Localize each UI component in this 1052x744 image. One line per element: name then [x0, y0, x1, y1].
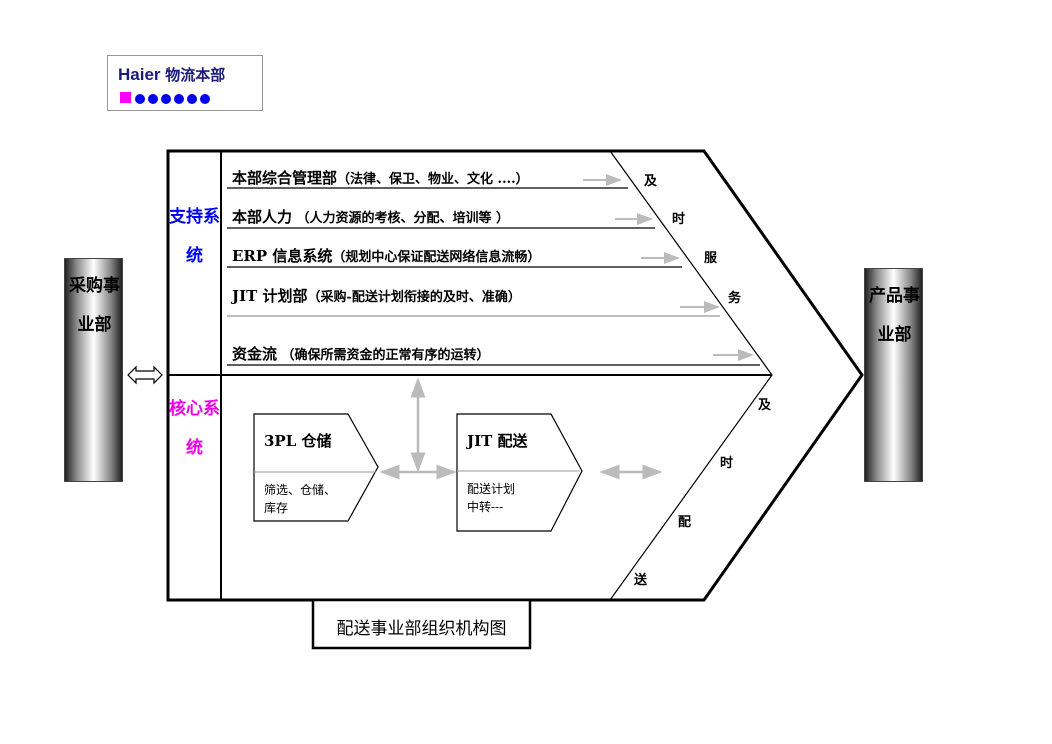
logo-dot-icon [200, 94, 210, 104]
delivery-char: 送 [634, 573, 648, 588]
logo-dept: 物流本部 [165, 66, 226, 84]
logo-dot-icon [187, 94, 197, 104]
pentagon-jit [456, 413, 583, 532]
delivery-char: 配 [678, 515, 692, 530]
logo: Haier 物流本部 [107, 55, 263, 111]
service-char: 务 [728, 291, 742, 306]
support-row: 本部综合管理部（法律、保卫、物业、文化 ....） [232, 169, 529, 187]
box-3pl-detail: 筛选、仓储、库存 [264, 483, 337, 515]
diagram-caption: 配送事业部组织机构图 [336, 619, 507, 639]
product-label: 产品事业部 [869, 286, 920, 345]
support-row: JIT 计划部（采购-配送计划衔接的及时、准确） [232, 287, 521, 305]
service-char: 及 [644, 174, 658, 189]
service-char: 服 [704, 251, 718, 266]
logo-square-icon [120, 92, 131, 103]
caption-box [311, 598, 532, 650]
logo-dot-icon [135, 94, 145, 104]
delivery-char: 及 [758, 398, 772, 413]
inner-chevron-line [609, 150, 773, 601]
purchasing-label: 采购事业部 [69, 276, 120, 335]
service-char: 时 [672, 212, 686, 227]
core-system-label: 核心系统 [169, 399, 220, 458]
support-row: 本部人力 （人力资源的考核、分配、培训等 ） [232, 208, 510, 226]
logo-dot-icon [161, 94, 171, 104]
support-row: 资金流 （确保所需资金的正常有序的运转） [232, 345, 490, 363]
core-arrows [379, 377, 663, 480]
support-system-label: 支持系统 [169, 207, 220, 266]
box-jit-detail: 配送计划 中转--- [467, 482, 516, 514]
purchasing-division: 采购事业部 [64, 258, 123, 482]
support-row: ERP 信息系统（规划中心保证配送网络信息流畅） [232, 247, 541, 265]
box-3pl-title: 3PL 仓储 [264, 432, 332, 450]
double-arrow-icon [127, 365, 163, 385]
logo-brand: Haier [118, 65, 161, 84]
row-arrows [583, 174, 754, 361]
row-underlines [227, 187, 760, 366]
box-jit-title: JIT 配送 [467, 432, 528, 450]
delivery-char: 时 [720, 456, 734, 471]
pentagon-3pl [253, 413, 379, 522]
logo-dot-icon [148, 94, 158, 104]
product-division: 产品事业部 [864, 268, 923, 482]
logo-dot-icon [174, 94, 184, 104]
